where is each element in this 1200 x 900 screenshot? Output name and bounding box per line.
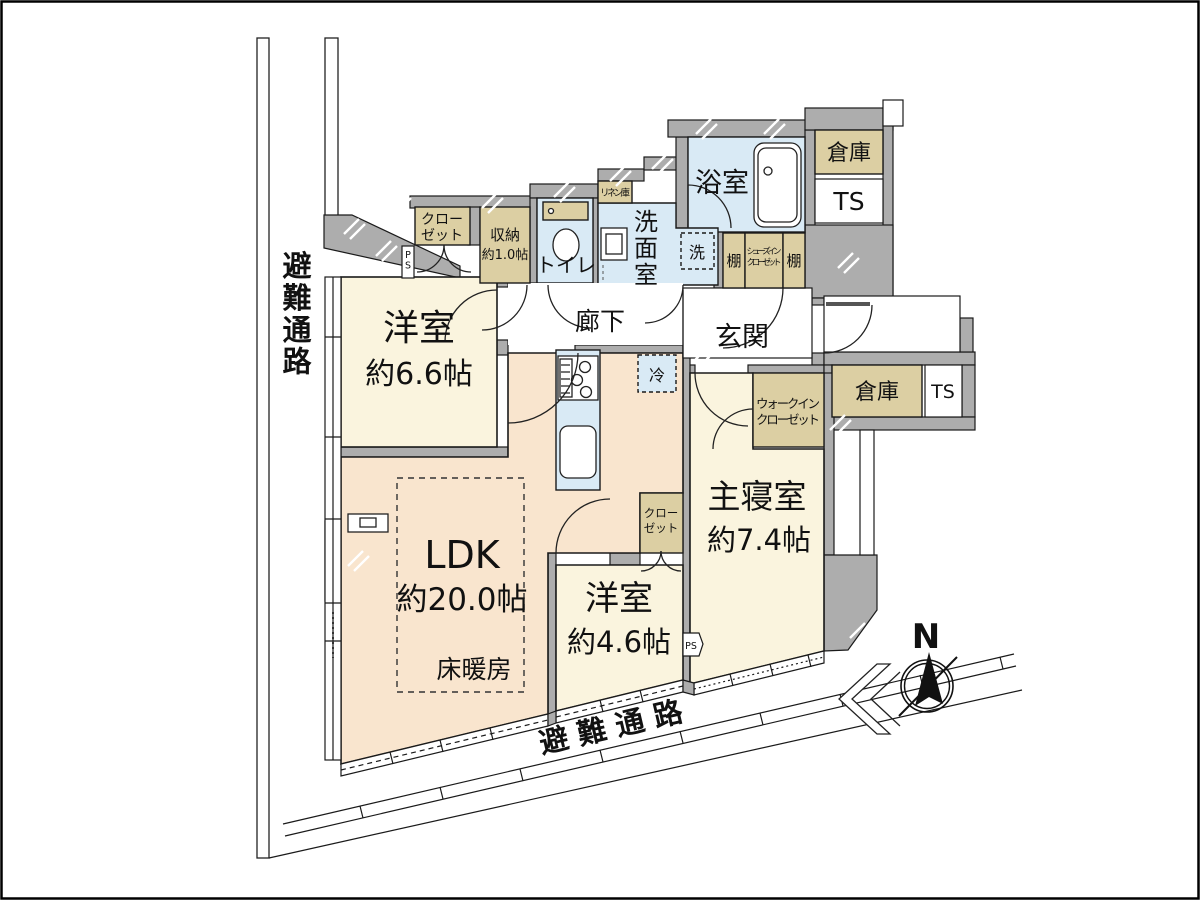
ps2-label: PS <box>685 641 697 652</box>
western2-door <box>555 498 611 554</box>
washroom-door <box>644 284 684 324</box>
storage-door <box>481 284 528 331</box>
western2-size: 約4.6帖 <box>567 625 671 659</box>
wic-l1: ウォークイン <box>756 396 820 411</box>
closet2-l1: クロー <box>644 506 679 520</box>
wic-l2: クローゼット <box>756 412 820 427</box>
trunk-space-1 <box>814 178 884 224</box>
bathtub-icon <box>753 142 802 228</box>
master-door <box>694 372 749 427</box>
storage1-l1: 収納 <box>490 226 520 244</box>
linen-label: リネン庫 <box>600 187 630 199</box>
floor-heating-label: 床暖房 <box>436 655 511 684</box>
storage-1 <box>479 206 531 284</box>
shelf-2 <box>782 232 806 289</box>
entrance-door <box>823 304 873 354</box>
warehouse2-label: 倉庫 <box>855 380 899 405</box>
ts1-label: TS <box>832 187 864 216</box>
sink-icon <box>559 425 597 479</box>
ldk-size: 約20.0帖 <box>396 582 527 618</box>
pillar-vent <box>347 513 389 533</box>
closet2-l2: ゼット <box>644 521 679 535</box>
pipe-space-1 <box>401 245 415 279</box>
shelf1-label: 棚 <box>726 252 741 270</box>
evac-label-left: 避難通路 <box>282 249 312 379</box>
washer-label: 洗 <box>689 243 705 262</box>
trunk-space-2 <box>924 364 963 418</box>
warehouse1-label: 倉庫 <box>827 141 871 166</box>
storage-units <box>401 129 963 657</box>
fridge-label: 冷 <box>649 366 665 385</box>
closet1-l1: クロー <box>421 212 463 228</box>
kitchen <box>555 349 601 491</box>
walk-in-closet <box>752 372 825 448</box>
evacuation-route-left <box>256 37 339 859</box>
closet-2 <box>639 492 684 554</box>
hallway-label: 廊下 <box>575 307 625 336</box>
sic-l1: シューズイン <box>747 246 782 257</box>
closet1-l2: ゼット <box>421 228 463 244</box>
ts2-label: TS <box>930 381 955 403</box>
master-name: 主寝室 <box>708 477 807 516</box>
closet2-door-right <box>660 550 682 572</box>
ldk-door <box>507 352 579 424</box>
warehouse-2 <box>831 364 923 418</box>
compass-n-label: N <box>912 617 940 657</box>
closet-1 <box>414 206 471 246</box>
storage1-l2: 約1.0帖 <box>482 248 529 263</box>
doors <box>416 184 873 572</box>
room-entrance <box>682 287 813 359</box>
ldk-name: LDK <box>424 533 500 577</box>
shelf2-label: 棚 <box>786 252 801 270</box>
sic-l2: クローゼット <box>747 257 782 268</box>
bath-label: 浴室 <box>695 168 749 199</box>
washer-box <box>680 232 715 270</box>
western2-name: 洋室 <box>585 579 653 619</box>
western1-size: 約6.6帖 <box>365 357 473 392</box>
master-size: 約7.4帖 <box>707 523 811 557</box>
toilet-label: トイレ <box>536 253 596 277</box>
linen-closet <box>597 180 633 204</box>
bath-door <box>687 184 732 229</box>
evacuation-arrow <box>838 663 901 735</box>
fridge-box <box>637 354 677 393</box>
toilet-door <box>547 284 592 329</box>
floor-heating-area <box>396 477 525 693</box>
warehouse-1 <box>814 129 884 175</box>
washroom-label: 洗面室 <box>634 208 658 289</box>
compass-needle-icon <box>915 652 943 706</box>
western1-door <box>444 289 498 343</box>
closet1-door-right <box>443 244 472 273</box>
room-hallway <box>508 283 683 345</box>
pipe-space-2 <box>682 632 704 657</box>
wic-door <box>712 408 754 450</box>
shoe-closet-door <box>722 287 784 349</box>
western1-name: 洋室 <box>383 308 455 349</box>
compass: N <box>898 617 958 717</box>
vanity-icon <box>600 227 628 282</box>
windows <box>324 276 825 777</box>
toilet-icon <box>542 201 589 262</box>
entrance-label: 玄関 <box>715 322 769 353</box>
